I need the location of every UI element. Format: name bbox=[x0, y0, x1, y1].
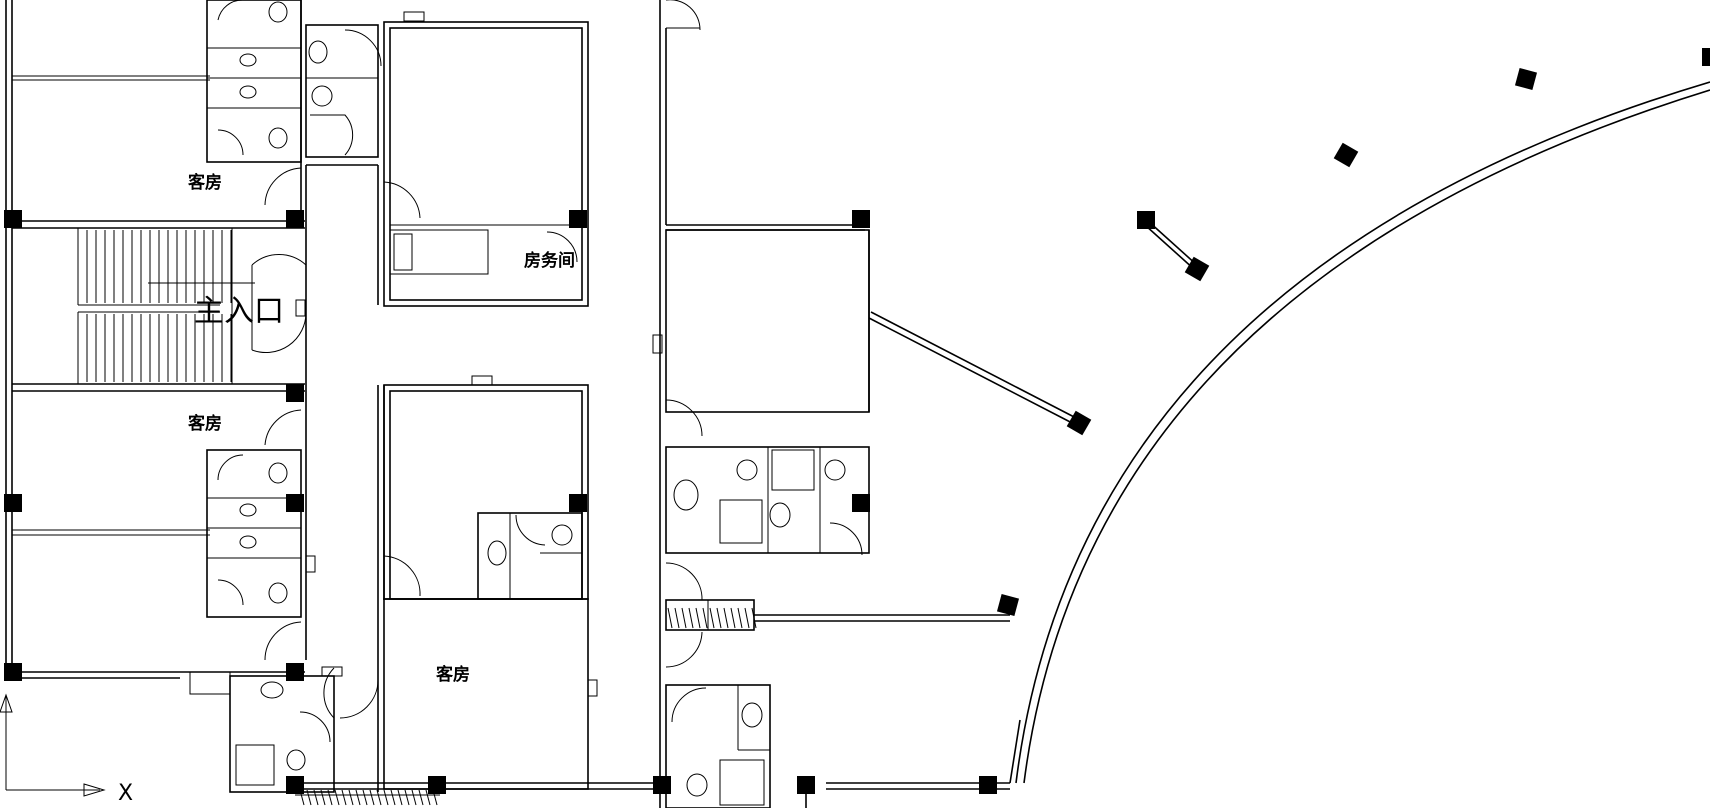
bathroom-bottom-left bbox=[189, 667, 335, 793]
left-corridor-doors bbox=[251, 167, 307, 661]
right-upper-room bbox=[665, 229, 870, 556]
ucs-axis-icon: X bbox=[0, 693, 133, 806]
middle-upper-room bbox=[305, 21, 589, 307]
bathroom-block-middle-left bbox=[206, 449, 302, 618]
balcony-hatch bbox=[299, 607, 757, 806]
room-label-guest-room-bottom: 客房 bbox=[435, 664, 470, 685]
room-label-guest-room-top: 客房 bbox=[187, 172, 222, 193]
middle-bottom-room bbox=[321, 598, 598, 792]
room-label-guest-room-middle: 客房 bbox=[187, 413, 222, 434]
middle-lower-room bbox=[383, 375, 589, 600]
stair-treads bbox=[77, 230, 232, 382]
annotation-tags bbox=[295, 11, 425, 573]
right-lower-area bbox=[665, 562, 1021, 808]
diagonal-wall bbox=[868, 220, 1199, 426]
axis-x-label: X bbox=[118, 781, 133, 806]
bottom-windows bbox=[295, 782, 660, 796]
room-label-housekeeping: 房务间 bbox=[524, 250, 575, 271]
main-entrance-label: 主入口 bbox=[194, 294, 284, 329]
structural-columns bbox=[4, 48, 1710, 794]
curved-facade bbox=[1015, 81, 1710, 784]
main-corridor bbox=[652, 0, 865, 808]
bathroom-block-upper-left bbox=[206, 0, 302, 163]
